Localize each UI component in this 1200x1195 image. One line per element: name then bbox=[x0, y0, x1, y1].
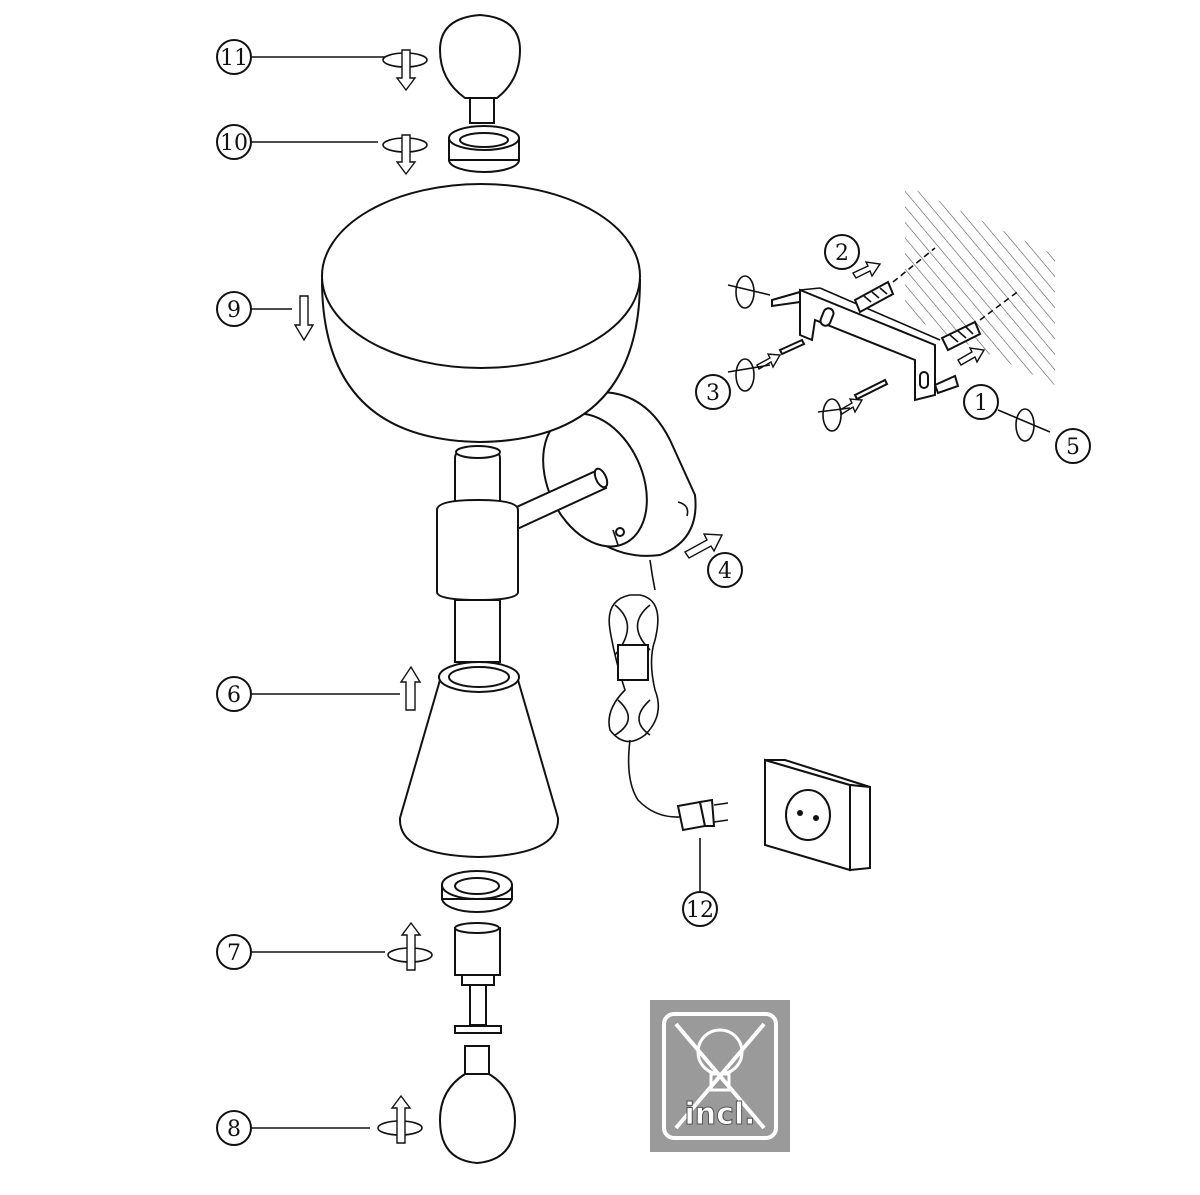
svg-text:11: 11 bbox=[220, 46, 248, 71]
down-arrow-icon bbox=[293, 295, 315, 342]
svg-text:3: 3 bbox=[706, 381, 720, 406]
callout-11: 11 bbox=[216, 39, 252, 75]
leader-lines bbox=[250, 56, 701, 1129]
callout-5: 5 bbox=[1055, 428, 1091, 464]
wall-plug bbox=[940, 289, 1021, 352]
wall-section bbox=[905, 185, 1055, 385]
wall-bracket bbox=[799, 287, 941, 402]
svg-text:10: 10 bbox=[220, 131, 248, 156]
svg-text:8: 8 bbox=[227, 1117, 241, 1142]
callout-7: 7 bbox=[216, 934, 252, 970]
power-cord bbox=[608, 559, 681, 818]
callout-8: 8 bbox=[216, 1110, 252, 1146]
svg-text:5: 5 bbox=[1066, 435, 1080, 460]
wall-plug-insert bbox=[853, 247, 936, 314]
svg-text:6: 6 bbox=[227, 683, 241, 708]
up-arrow-icon bbox=[399, 665, 422, 711]
mount-arrow-icon bbox=[683, 533, 724, 559]
svg-text:1: 1 bbox=[974, 391, 988, 416]
bracket-screw bbox=[771, 290, 960, 401]
svg-text:7: 7 bbox=[227, 941, 241, 966]
incl-label: incl. bbox=[684, 1097, 755, 1132]
callout-10: 10 bbox=[216, 124, 252, 160]
callout-6: 6 bbox=[216, 676, 252, 712]
center-pipe bbox=[436, 445, 519, 663]
wall-socket-icon bbox=[764, 758, 871, 872]
upper-bulb bbox=[438, 13, 522, 124]
lower-lampholder bbox=[454, 922, 502, 1034]
svg-text:2: 2 bbox=[835, 241, 849, 266]
svg-text:4: 4 bbox=[718, 559, 732, 584]
callout-12: 12 bbox=[682, 891, 718, 927]
shade-ring bbox=[448, 125, 520, 173]
rotate-icon bbox=[727, 275, 1051, 442]
callout-4: 4 bbox=[707, 552, 743, 588]
cross-icon bbox=[674, 1022, 766, 1130]
callout-9: 9 bbox=[216, 291, 252, 327]
callout-2: 2 bbox=[824, 234, 860, 270]
lower-ring bbox=[441, 870, 513, 913]
callout-3: 3 bbox=[695, 374, 731, 410]
lower-shade bbox=[398, 661, 560, 859]
svg-text:12: 12 bbox=[686, 898, 714, 923]
lower-bulb bbox=[438, 1045, 517, 1165]
upper-shade bbox=[320, 183, 642, 444]
screw-up-icon bbox=[377, 921, 433, 1144]
screw-down-icon bbox=[382, 49, 428, 176]
callout-1: 1 bbox=[963, 384, 999, 420]
svg-text:9: 9 bbox=[227, 298, 241, 323]
bulb-not-included-badge: incl. bbox=[650, 1000, 790, 1152]
insert-arrow-icon bbox=[756, 261, 986, 416]
power-plug bbox=[676, 798, 729, 832]
